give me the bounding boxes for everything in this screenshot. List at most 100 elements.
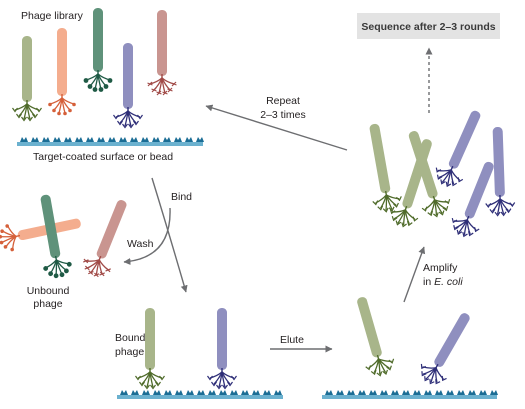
phage-peptide-mark: [489, 208, 496, 214]
phage-body: [408, 131, 438, 199]
surface-receptor: [86, 137, 94, 142]
phage-peptide-mark: [445, 181, 452, 188]
surface-receptor: [108, 137, 116, 142]
phage-body: [357, 297, 382, 358]
phage-peptide-mark: [395, 220, 402, 226]
phage-body: [40, 194, 61, 259]
repeat-label-line1: Repeat: [266, 95, 300, 107]
bound-phage-label-line2: phage: [115, 346, 144, 358]
surface-base: [17, 142, 203, 146]
phage-2: [48, 28, 76, 116]
phage-peptide-mark: [27, 116, 33, 122]
phage-peptide-mark: [494, 211, 501, 217]
phage-peptide-mark: [382, 369, 388, 375]
surface-receptor: [119, 137, 127, 142]
sequence-box: [357, 13, 500, 39]
phage-peptide-mark: [151, 87, 157, 93]
phage-peptide-mark: [98, 87, 104, 92]
phage-17: [451, 161, 494, 238]
phage-1: [12, 36, 42, 122]
surface-receptor: [358, 390, 366, 395]
phage-peptide-mark: [150, 384, 156, 390]
phage-peptide-mark: [376, 371, 383, 377]
phage-peptide-mark: [372, 200, 379, 206]
phage-peptide-mark: [406, 220, 413, 227]
phage-peptide-mark: [117, 120, 123, 126]
surface-receptor: [197, 390, 205, 395]
phage-peptide-mark: [421, 206, 428, 212]
phage-peptide-mark: [5, 224, 9, 228]
phage-peptide-mark: [365, 365, 372, 371]
phage-body: [434, 313, 470, 367]
surface-receptor: [230, 390, 238, 395]
phage-peptide-mark: [21, 116, 27, 122]
surface-receptor: [174, 137, 182, 142]
phage-peptide-mark: [401, 222, 407, 228]
phage-18: [485, 127, 516, 217]
target-surface-top: [17, 137, 204, 146]
phage-peptide-mark: [88, 270, 94, 275]
phage-peptide-mark: [395, 196, 402, 202]
phage-peptide-mark: [32, 113, 38, 119]
phage-peptide-mark: [83, 258, 89, 264]
phage-peptide-mark: [500, 211, 507, 217]
surface-receptor: [130, 137, 138, 142]
repeat-arrow: [205, 104, 348, 151]
bind-label: Bind: [171, 191, 192, 203]
surface-receptor: [457, 390, 465, 395]
phage-peptide-mark: [48, 102, 52, 107]
phage-peptide-mark: [66, 261, 72, 267]
phage-peptide-mark: [159, 375, 165, 381]
surface-receptor: [479, 390, 487, 395]
phage-11: [357, 297, 395, 377]
phage-peptide-mark: [386, 365, 392, 371]
phage-peptide-mark: [105, 267, 111, 273]
phage-peptide-mark: [382, 207, 389, 213]
phage-peptide-mark: [388, 358, 395, 364]
phage-peptide-mark: [36, 107, 42, 113]
phage-peptide-mark: [453, 225, 459, 231]
phage-peptide-mark: [3, 245, 8, 249]
unbound-phage-label-line1: Unbound: [27, 285, 70, 297]
surface-receptor: [53, 137, 61, 142]
phage-peptide-mark: [122, 123, 128, 129]
surface-receptor: [120, 390, 128, 395]
phage-3: [83, 8, 113, 92]
phage-body: [57, 28, 67, 96]
phage-peptide-mark: [427, 210, 434, 217]
phage-peptide-mark: [420, 363, 427, 370]
phage-body: [492, 127, 505, 198]
surface-receptor: [131, 390, 139, 395]
phage-peptide-mark: [93, 272, 100, 278]
phage-peptide-mark: [137, 114, 143, 120]
repeat-label-line2: 2–3 times: [260, 109, 306, 121]
surface-receptor: [42, 137, 50, 142]
phage-peptide-mark: [436, 174, 443, 180]
surface-receptor: [142, 390, 150, 395]
phage-13: [369, 123, 402, 213]
phage-peptide-mark: [231, 375, 237, 381]
phage-peptide-mark: [207, 375, 213, 381]
phage-peptide-mark: [48, 271, 54, 277]
surface-receptor: [175, 390, 183, 395]
surface-receptor: [435, 390, 443, 395]
phage-6: [0, 218, 81, 252]
amplify-label-line2: in E. coli: [423, 276, 463, 288]
phage-peptide-mark: [412, 216, 419, 222]
phage-peptide-mark: [155, 381, 161, 387]
phage-peptide-mark: [87, 84, 93, 89]
phage-peptide-mark: [72, 102, 76, 107]
phage-peptide-mark: [12, 107, 18, 113]
surface-base: [322, 395, 497, 399]
phage-peptide-mark: [162, 90, 168, 96]
phage-peptide-mark: [0, 229, 4, 233]
phage-peptide-mark: [0, 234, 3, 239]
phage-peptide-mark: [509, 202, 516, 208]
phage-peptide-mark: [435, 167, 442, 173]
phage-peptide-mark: [433, 212, 439, 218]
phage-peptide-mark: [441, 375, 447, 382]
phage-peptide-mark: [167, 87, 173, 93]
phage-peptide-mark: [462, 231, 468, 238]
